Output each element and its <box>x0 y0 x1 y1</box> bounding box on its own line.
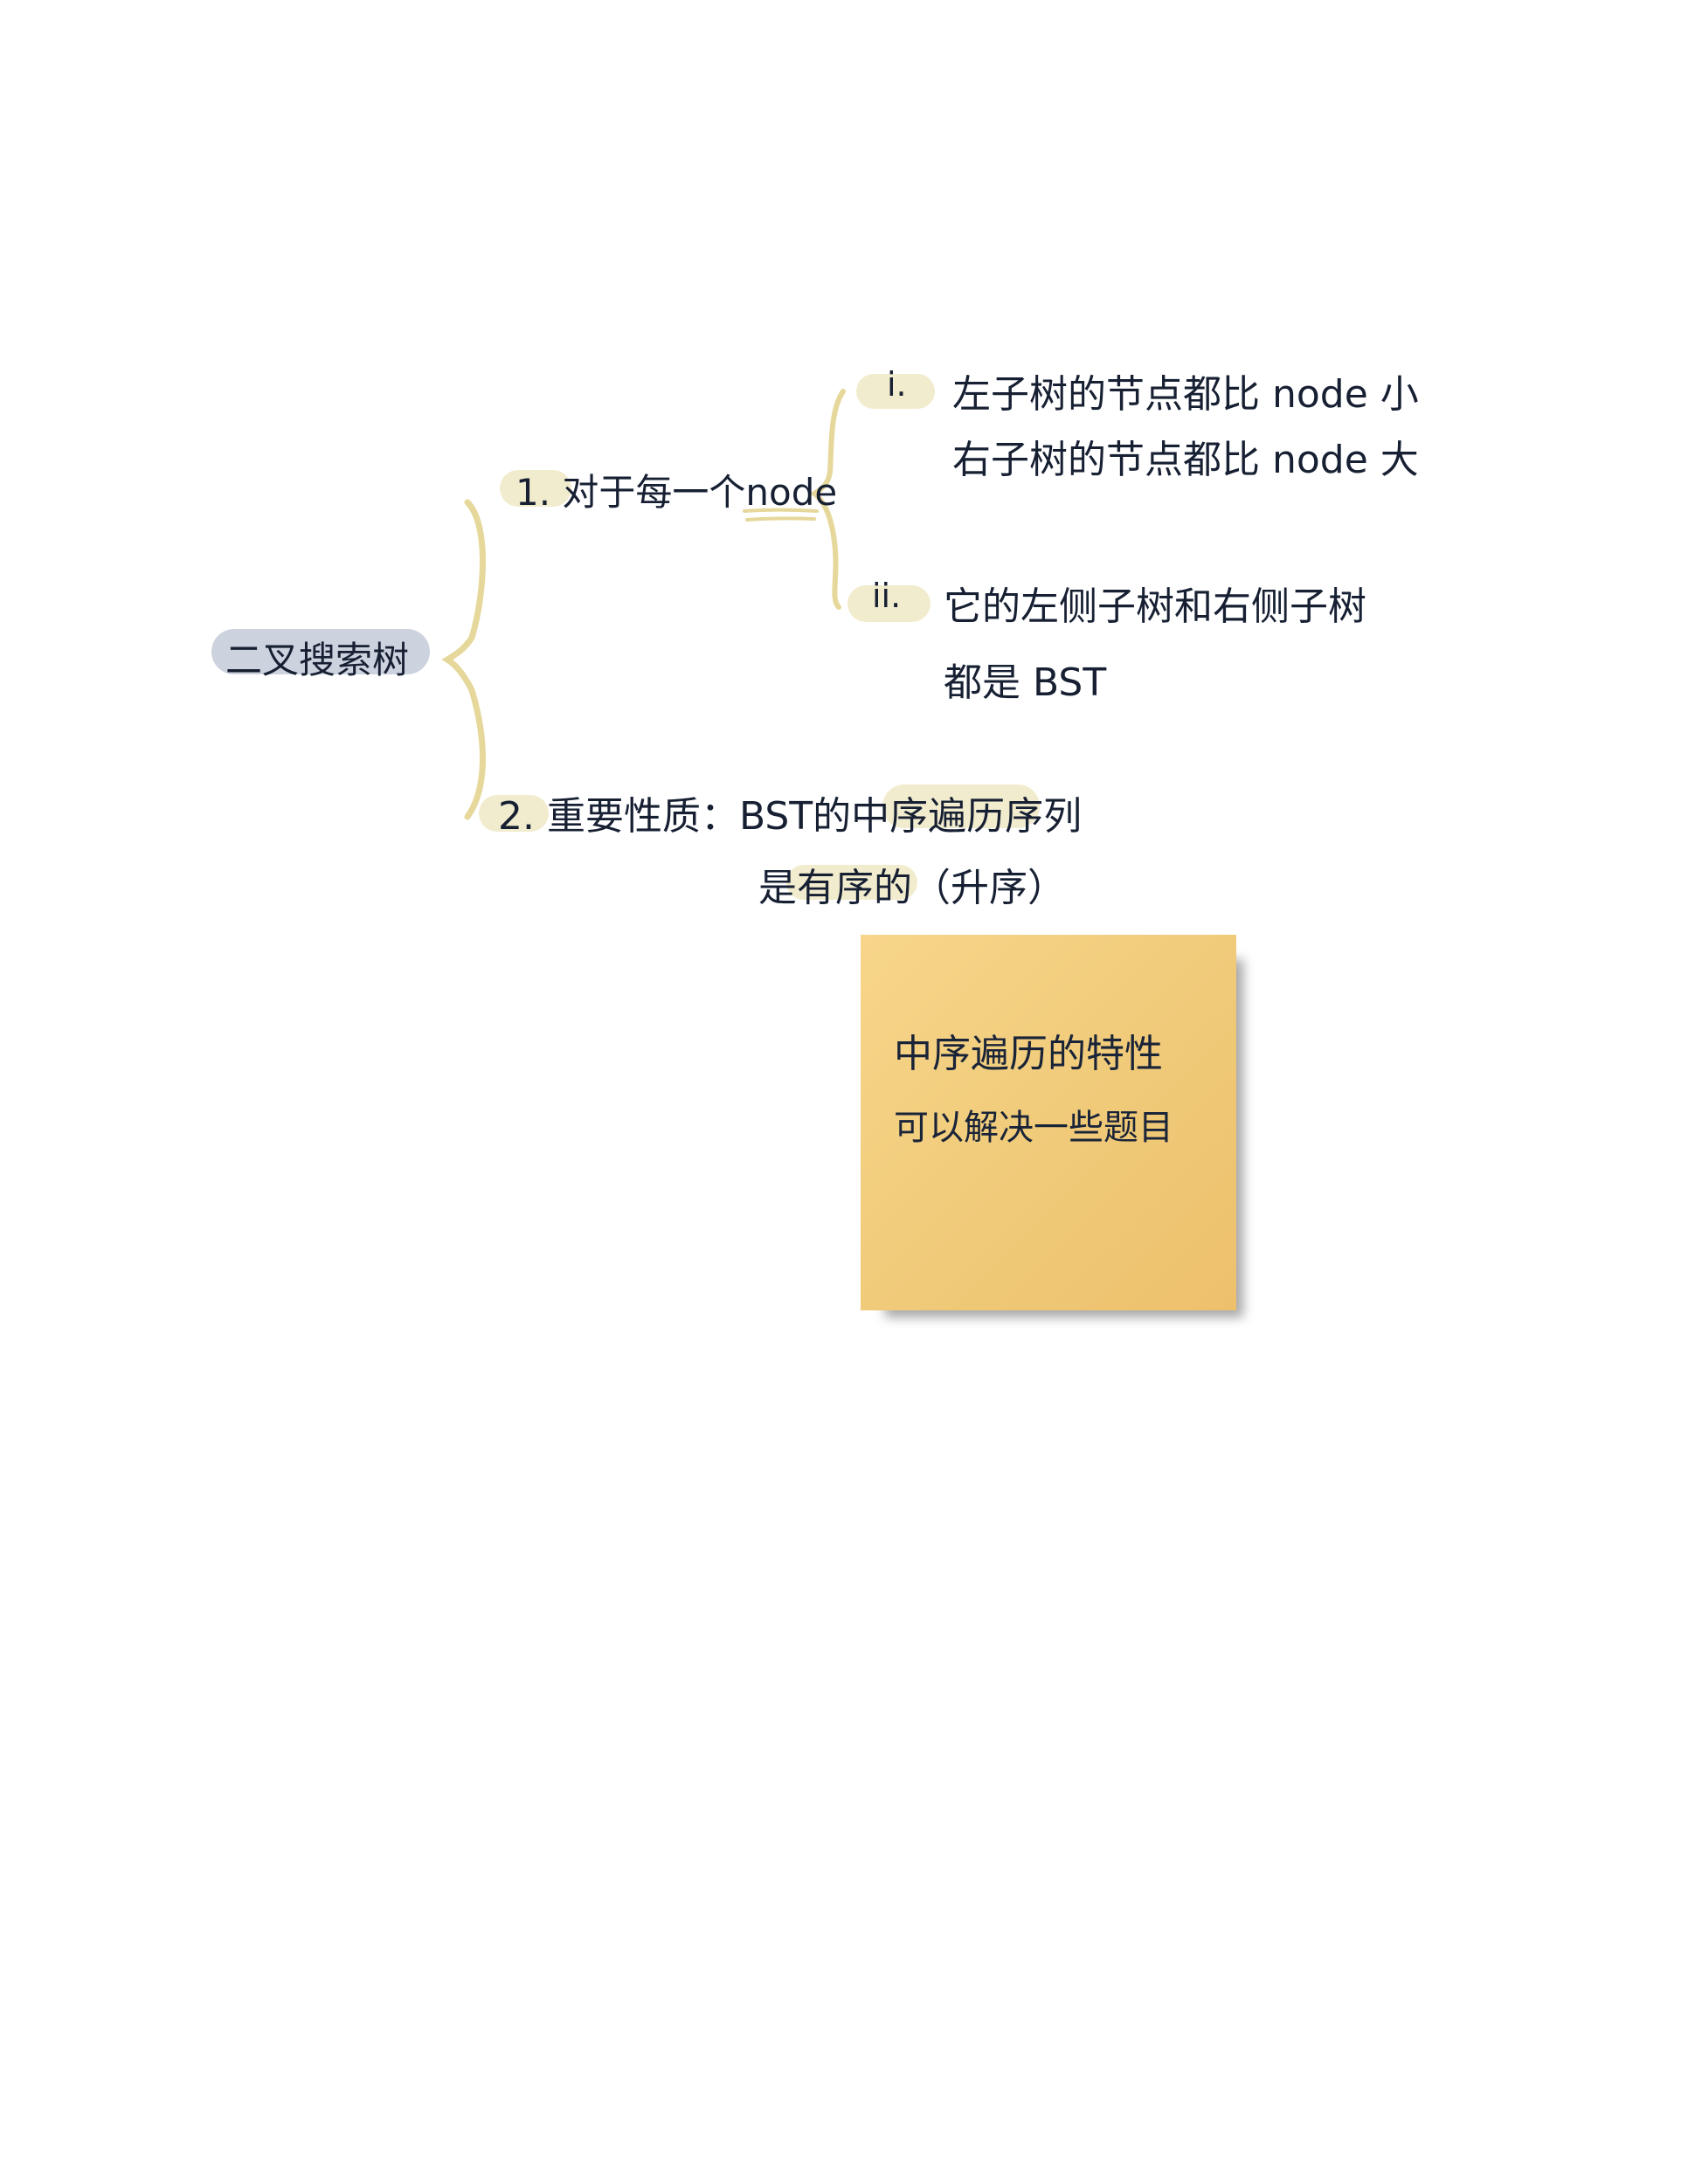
root-brace <box>441 499 486 820</box>
sub-ii-marker-highlight <box>847 585 930 622</box>
branch2-marker-highlight <box>479 795 549 832</box>
sticky-line-1: 中序遍历的特性 <box>894 1032 1163 1076</box>
sub-i-line-2: 右子树的节点都比 node 大 <box>952 438 1419 482</box>
sticky-note: 中序遍历的特性 可以解决一些题目 <box>861 935 1236 1310</box>
node-underline <box>743 508 819 522</box>
sticky-line-2: 可以解决一些题目 <box>894 1108 1173 1148</box>
sub-i-line-1: 左子树的节点都比 node 小 <box>952 372 1419 417</box>
sub-ii-line-2: 都是 BST <box>944 660 1107 705</box>
sub-i-marker: i. <box>887 365 907 404</box>
branch2-line-2: 是有序的（升序） <box>758 866 1066 910</box>
root-label: 二叉搜索树 <box>225 639 410 681</box>
branch2-line-1: 2. 重要性质：BST的中序遍历序列 <box>498 794 1083 839</box>
branch2-line2-highlight <box>786 865 917 900</box>
sub-ii-marker: ii. <box>872 577 902 615</box>
sub-i-marker-highlight <box>856 374 935 409</box>
branch1-label: 1. 对于每一个node <box>515 471 838 514</box>
branch1-marker-highlight <box>500 470 571 507</box>
sub-ii-line-1: 它的左侧子树和右侧子树 <box>944 584 1366 629</box>
branch1-brace <box>809 389 846 610</box>
branch2-phrase-highlight <box>882 784 1040 828</box>
root-highlight <box>211 629 430 674</box>
